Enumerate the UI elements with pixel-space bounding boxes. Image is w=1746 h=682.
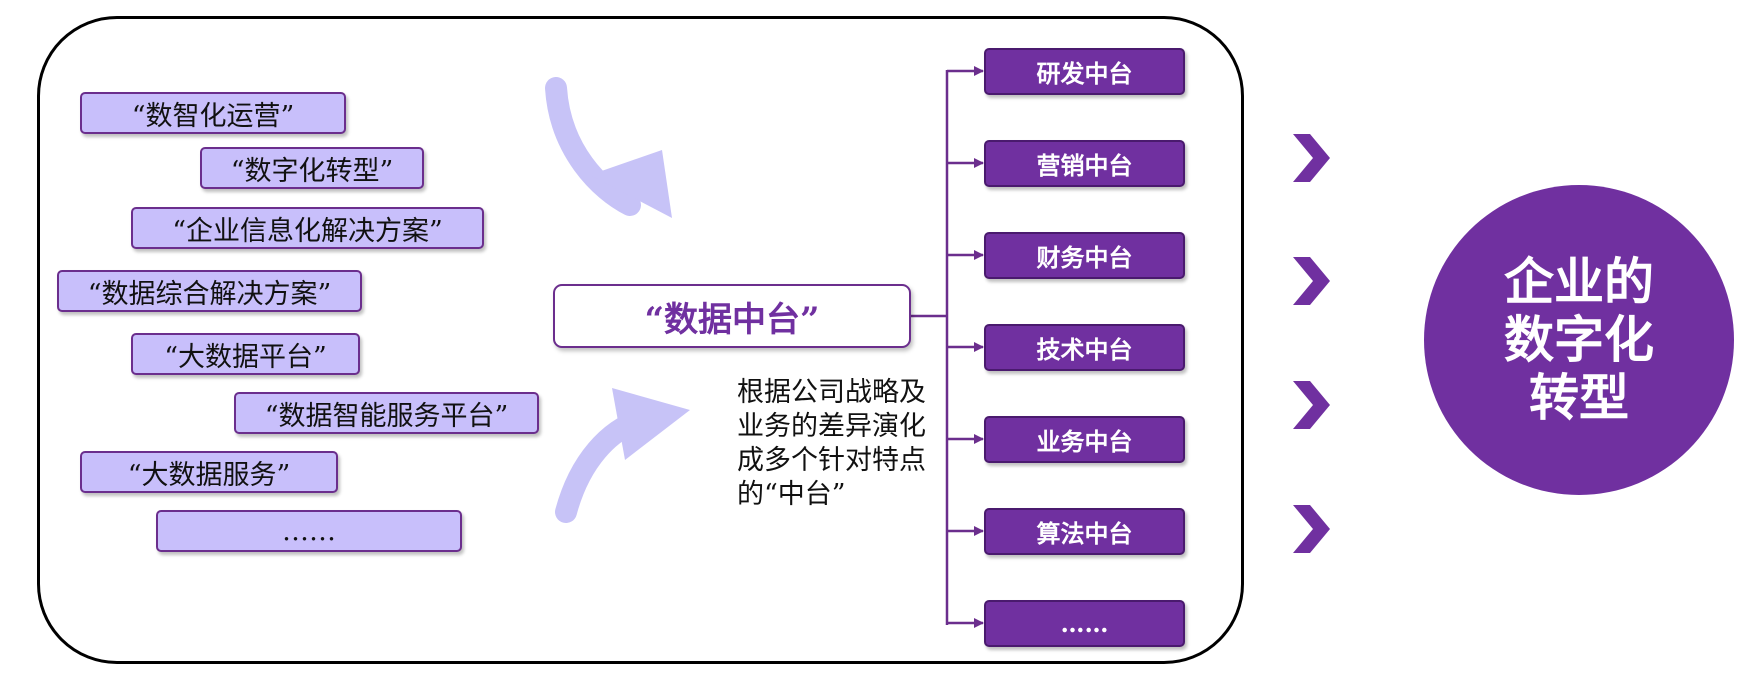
term-label: …… <box>282 515 336 547</box>
term-label: “大数据平台” <box>164 341 327 373</box>
note-line: 的“中台” <box>737 479 846 510</box>
term-box: “数据综合解决方案” <box>57 270 362 312</box>
chevron-right-icon <box>1293 257 1330 305</box>
evolution-note: 根据公司战略及 业务的差异演化 成多个针对特点 的“中台” <box>737 376 937 512</box>
term-box: “数智化运营” <box>80 92 346 134</box>
note-line: 根据公司战略及 <box>737 377 926 408</box>
term-box: “数字化转型” <box>200 147 424 189</box>
curved-arrow-down-icon <box>545 77 672 218</box>
term-box: “大数据平台” <box>131 333 360 375</box>
platform-box: 算法中台 <box>984 508 1185 555</box>
note-line: 业务的差异演化 <box>737 411 926 442</box>
result-line: 数字化 <box>1504 310 1654 369</box>
term-label: “数据综合解决方案” <box>87 278 332 310</box>
center-label: “数据中台” <box>644 299 820 340</box>
result-line: 企业的 <box>1504 252 1654 311</box>
curved-arrow-up-icon <box>555 388 690 523</box>
content-frame <box>37 16 1244 664</box>
result-text: 企业的 数字化 转型 <box>1504 253 1654 427</box>
term-box: “数据智能服务平台” <box>234 392 539 434</box>
data-middle-platform-box: “数据中台” <box>553 284 911 348</box>
chevron-right-icon <box>1293 505 1330 553</box>
chevron-right-icon <box>1293 381 1330 429</box>
platform-label: 研发中台 <box>1036 59 1133 88</box>
note-line: 成多个针对特点 <box>737 445 926 476</box>
platform-box: 技术中台 <box>984 324 1185 371</box>
term-label: “数据智能服务平台” <box>264 400 509 432</box>
chevron-right-icon <box>1293 134 1330 182</box>
platform-box: 财务中台 <box>984 232 1185 279</box>
platform-box: …… <box>984 600 1185 647</box>
term-label: “企业信息化解决方案” <box>172 215 443 247</box>
platform-box: 业务中台 <box>984 416 1185 463</box>
term-box: “企业信息化解决方案” <box>131 207 484 249</box>
platform-box: 研发中台 <box>984 48 1185 95</box>
chevrons <box>1293 134 1330 553</box>
platform-box: 营销中台 <box>984 140 1185 187</box>
platform-label: 营销中台 <box>1036 151 1133 180</box>
platform-label: 财务中台 <box>1036 243 1133 272</box>
platform-label: 业务中台 <box>1036 427 1133 456</box>
term-label: “大数据服务” <box>127 459 291 491</box>
term-label: “数字化转型” <box>230 155 394 187</box>
term-box: “大数据服务” <box>80 451 338 493</box>
term-label: “数智化运营” <box>131 100 295 132</box>
platform-label: 算法中台 <box>1036 519 1133 548</box>
platform-label: 技术中台 <box>1036 335 1133 364</box>
branch-lines <box>947 66 984 628</box>
result-circle: 企业的 数字化 转型 <box>1424 185 1734 495</box>
term-box: …… <box>156 510 462 552</box>
result-line: 转型 <box>1529 368 1629 427</box>
platform-label: …… <box>1060 609 1109 638</box>
